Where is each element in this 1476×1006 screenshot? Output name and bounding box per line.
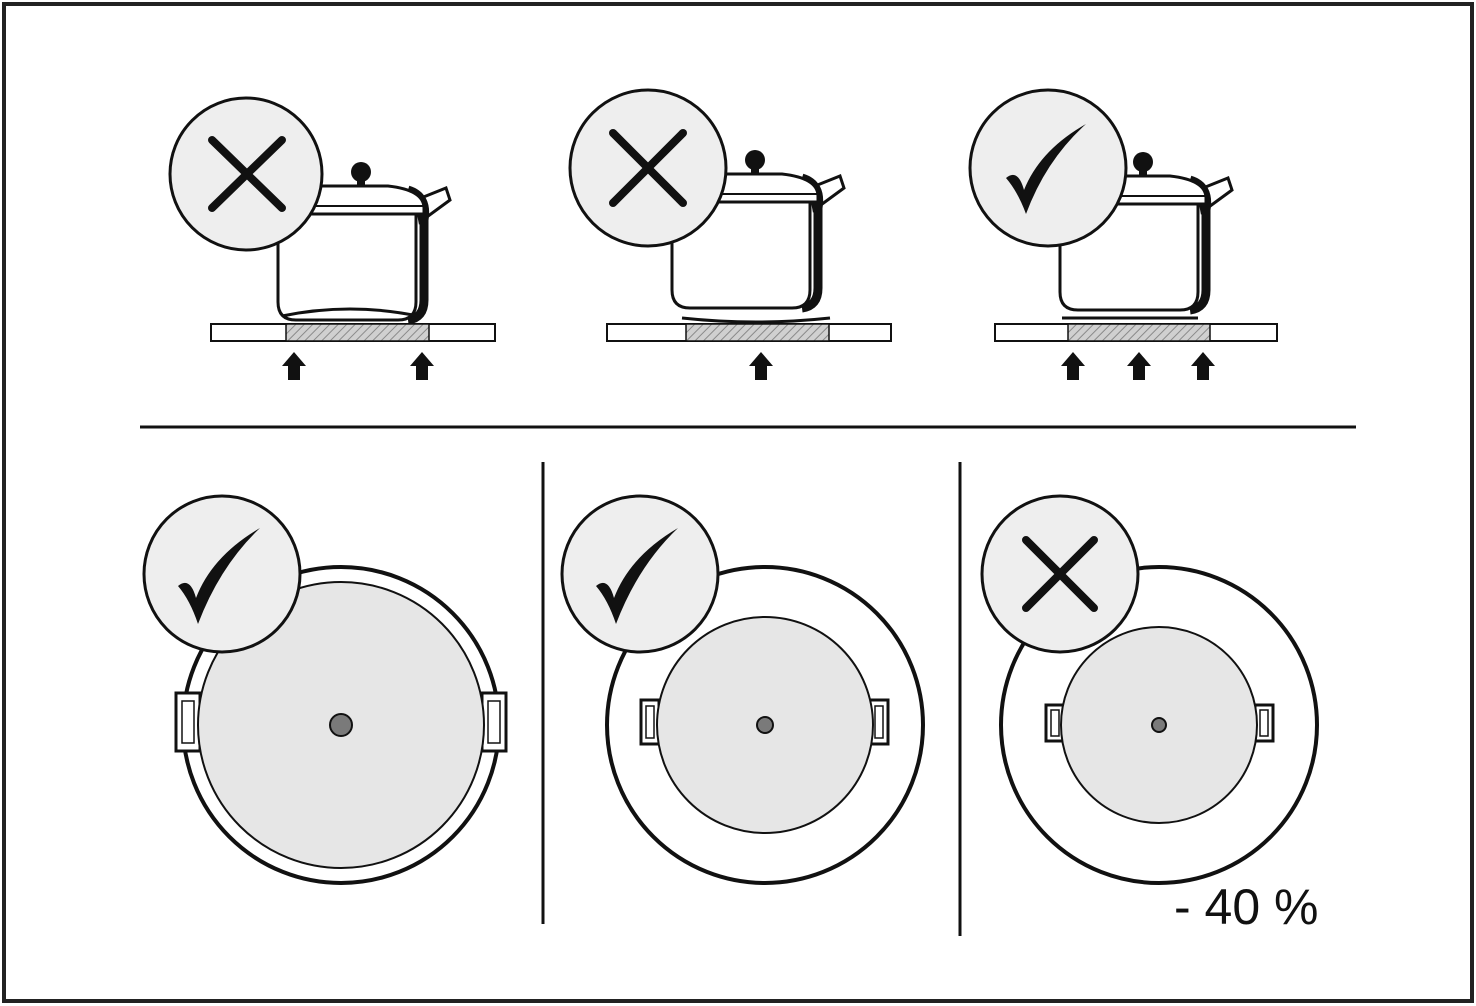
pot-base-convex bbox=[281, 307, 419, 318]
pot-base-concave bbox=[681, 316, 831, 324]
bottom-panel-1 bbox=[142, 494, 508, 885]
efficiency-loss-label: - 40 % bbox=[1174, 879, 1319, 935]
top-panel-1 bbox=[168, 96, 496, 380]
bottom-panel-2 bbox=[560, 494, 925, 885]
checkmark-icon bbox=[142, 494, 302, 654]
heating-zone bbox=[1067, 323, 1211, 342]
cross-icon bbox=[568, 88, 728, 248]
lid-knob bbox=[1151, 717, 1167, 733]
heating-zone bbox=[685, 323, 830, 342]
lid-knob bbox=[329, 713, 353, 737]
top-panel-3 bbox=[968, 88, 1278, 380]
checkmark-icon bbox=[968, 88, 1128, 248]
top-panel-2 bbox=[568, 88, 892, 380]
cross-icon bbox=[980, 494, 1140, 654]
bottom-panel-3: - 40 % bbox=[980, 494, 1319, 935]
cross-icon bbox=[168, 96, 324, 252]
heating-zone bbox=[285, 323, 430, 342]
checkmark-icon bbox=[560, 494, 720, 654]
lid-knob bbox=[756, 716, 774, 734]
